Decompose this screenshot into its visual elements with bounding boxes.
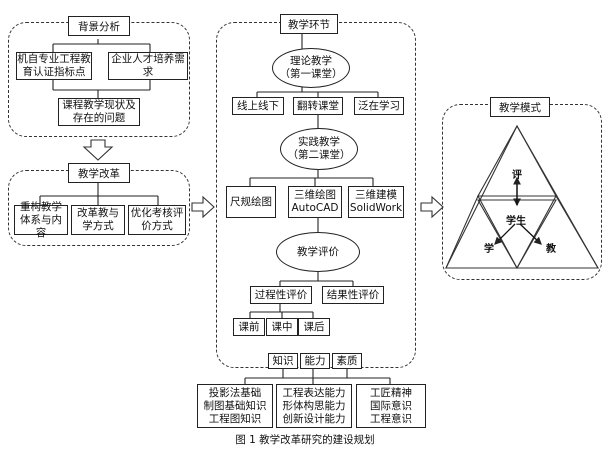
practice-item-solidwork: 三维建模 SolidWork bbox=[348, 186, 404, 218]
theory-teaching-oval: 理论教学 （第一课堂） bbox=[272, 48, 350, 88]
quality-box: 工匠精神 国际意识 工程意识 bbox=[356, 384, 426, 428]
practice-teaching-label: 实践教学 bbox=[298, 136, 340, 148]
teaching-evaluation-oval: 教学评价 bbox=[276, 232, 360, 272]
kaq-knowledge: 知识 bbox=[268, 353, 298, 369]
reform-item-evaluation: 优化考核评价方式 bbox=[128, 205, 186, 235]
knowledge-item: 工程图知识 bbox=[208, 412, 262, 425]
kaq-quality: 素质 bbox=[332, 353, 362, 369]
quality-item: 工匠精神 bbox=[370, 386, 412, 399]
theory-item-ubiquitous: 泛在学习 bbox=[354, 97, 404, 115]
background-title: 背景分析 bbox=[68, 16, 130, 36]
ability-box: 工程表达能力 形体构思能力 创新设计能力 bbox=[276, 384, 352, 428]
mode-label-teach: 教 bbox=[546, 244, 556, 255]
mode-label-learn: 学 bbox=[484, 244, 494, 255]
mode-label-student: 学生 bbox=[506, 216, 526, 227]
knowledge-item: 投影法基础 bbox=[208, 386, 262, 399]
theory-item-flipped: 翻转课堂 bbox=[293, 97, 343, 115]
stage-after-class: 课后 bbox=[298, 318, 330, 336]
practice-teaching-sub: （第二课堂） bbox=[287, 149, 351, 161]
figure-caption: 图 1 教学改革研究的建设规划 bbox=[235, 434, 375, 446]
reform-item-method: 改革教与学方式 bbox=[71, 205, 125, 235]
stage-before-class: 课前 bbox=[233, 318, 265, 336]
reform-item-system: 重构教学体系与内容 bbox=[14, 201, 68, 239]
industry-demand-box: 企业人才培养需求 bbox=[108, 52, 188, 80]
ability-item: 形体构思能力 bbox=[282, 399, 346, 412]
practice-item-ruler: 尺规绘图 bbox=[226, 186, 276, 218]
theory-teaching-label: 理论教学 bbox=[290, 55, 332, 67]
theory-teaching-sub: （第一课堂） bbox=[279, 68, 343, 80]
ability-item: 工程表达能力 bbox=[282, 386, 346, 399]
teaching-links-title: 教学环节 bbox=[280, 14, 338, 34]
certification-box: 机自专业工程教育认证指标点 bbox=[16, 52, 92, 80]
status-problems-box: 课程教学现状及存在的问题 bbox=[58, 98, 140, 126]
ability-item: 创新设计能力 bbox=[282, 412, 346, 425]
practice-teaching-oval: 实践教学 （第二课堂） bbox=[280, 128, 358, 170]
process-evaluation-box: 过程性评价 bbox=[250, 286, 312, 304]
kaq-ability: 能力 bbox=[300, 353, 330, 369]
quality-item: 国际意识 bbox=[370, 399, 412, 412]
knowledge-box: 投影法基础 制图基础知识 工程图知识 bbox=[197, 384, 273, 428]
theory-item-online: 线上线下 bbox=[232, 97, 284, 115]
practice-item-autocad: 三维绘图 AutoCAD bbox=[288, 186, 342, 218]
teaching-mode-panel bbox=[442, 104, 602, 280]
teaching-mode-title: 教学模式 bbox=[490, 97, 550, 117]
stage-in-class: 课中 bbox=[266, 318, 298, 336]
knowledge-item: 制图基础知识 bbox=[203, 399, 267, 412]
result-evaluation-box: 结果性评价 bbox=[322, 286, 384, 304]
mode-label-evaluate: 评 bbox=[512, 170, 522, 181]
quality-item: 工程意识 bbox=[370, 412, 412, 425]
reform-title: 教学改革 bbox=[68, 163, 130, 183]
